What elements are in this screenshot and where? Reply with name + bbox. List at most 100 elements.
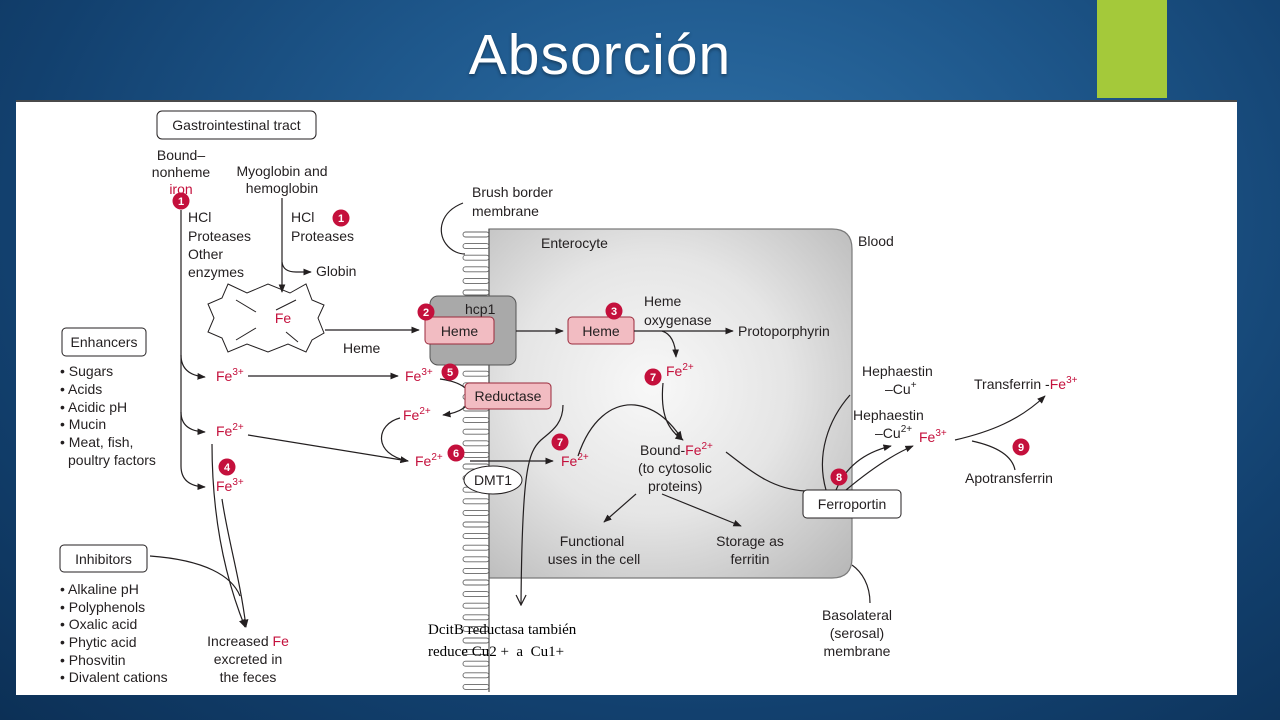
ion-symbol: Fe [216, 423, 233, 439]
leader-basolateral [851, 564, 871, 604]
bound-fe-line-3: proteins) [648, 478, 702, 494]
hephaestin-cu1-name: Hephaestin [862, 363, 933, 379]
microvillus [462, 614, 490, 621]
step-marker-3: 3 [605, 302, 623, 320]
enhancer-item: • Acids [60, 381, 102, 397]
microvillus [462, 544, 490, 551]
transferrin-label: Transferrin -Fe3+ [974, 375, 1078, 392]
step-circle [417, 303, 435, 321]
bound-fe-prefix: Bound- [640, 442, 685, 458]
ion-surface-fe2-reduced: Fe2+ [403, 406, 431, 423]
step-marker-2: 2 [417, 303, 435, 321]
step-circle [1012, 438, 1030, 456]
bound-fe-charge: 2+ [702, 441, 714, 452]
heme-ring-bonds [235, 299, 299, 343]
bound-nonheme-line-2: nonheme [152, 164, 211, 180]
microvillus [462, 660, 490, 667]
excreted-line-2: excreted in [214, 651, 282, 667]
line-ferroportin-to-hephaestin-cu1 [821, 394, 851, 491]
microvillus [462, 579, 490, 586]
line-inhibitors-to-feces [149, 555, 241, 597]
excreted-line-1: Increased Fe [207, 633, 289, 649]
storage-1: Storage as [716, 533, 784, 549]
step-circle [218, 458, 236, 476]
step-number: 4 [224, 462, 231, 474]
microvillus [462, 370, 490, 377]
heme-oxygenase-1: Heme [644, 293, 682, 309]
ion-lumen-fe2: Fe2+ [216, 422, 244, 439]
dmt1-label: DMT1 [474, 472, 512, 488]
accent-bar [1097, 0, 1167, 98]
enzymes-heme-2: Proteases [291, 228, 354, 244]
inhibitors-box [59, 544, 148, 573]
enzymes-nonheme-2: Proteases [188, 228, 251, 244]
inhibitors-title: Inhibitors [75, 551, 132, 567]
ion-charge: 2+ [232, 422, 244, 433]
arrow-fe2-to-dmt1 [247, 434, 409, 464]
ion-symbol: Fe [405, 368, 422, 384]
inhibitor-item: • Polyphenols [60, 599, 145, 615]
bound-fe-symbol: Fe [685, 442, 702, 458]
ion-symbol: Fe [919, 429, 936, 445]
step-number: 9 [1018, 442, 1024, 454]
hephaestin-cu2-symbol: –Cu [875, 425, 901, 441]
ion-lumen-fe3: Fe3+ [216, 367, 244, 384]
step-marker-1-heme: 1 [332, 209, 350, 227]
step-marker-1-nonheme: 1 [172, 192, 190, 210]
microvillus [462, 533, 490, 540]
gi-tract-box [156, 110, 317, 140]
microvillus [462, 567, 490, 574]
microvillus [462, 254, 490, 261]
arrow-oxygenase-to-fe2 [661, 330, 680, 358]
ion-surface-fe2-dmt1: Fe2+ [415, 452, 443, 469]
arrow-bound-to-functional [603, 493, 637, 523]
step-circle [332, 209, 350, 227]
hephaestin-cu1-charge: + [911, 380, 917, 391]
enzymes-nonheme-1: HCl [188, 209, 211, 225]
ion-charge: 3+ [935, 428, 947, 439]
ion-charge: 2+ [419, 406, 431, 417]
heme-ring-fe: Fe [275, 310, 292, 326]
step-circle [605, 302, 623, 320]
heme-transport-box [424, 316, 495, 345]
enhancer-item: poultry factors [68, 452, 156, 468]
ion-basolateral-fe3: Fe3+ [919, 428, 947, 445]
microvillus [462, 289, 490, 296]
excreted-line-3: the feces [220, 669, 277, 685]
ion-charge: 3+ [232, 367, 244, 378]
storage-2: ferritin [731, 551, 770, 567]
bound-fe-line-2: (to cytosolic [638, 460, 712, 476]
microvillus [462, 672, 490, 679]
step-number: 6 [453, 448, 459, 460]
transferrin-fe: Fe [1050, 376, 1067, 392]
step-circle [447, 444, 465, 462]
microvillus [462, 556, 490, 563]
step-marker-4: 4 [218, 458, 236, 476]
basolateral-3: membrane [824, 643, 891, 659]
heme-ring-label: Heme [343, 340, 381, 356]
step-marker-9: 9 [1012, 438, 1030, 456]
arrow-reductase-to-note [521, 404, 564, 605]
inhibitor-item: • Alkaline pH [60, 581, 139, 597]
step-number: 3 [611, 306, 617, 318]
step-number: 7 [650, 372, 656, 384]
step-circle [441, 363, 459, 381]
ion-charge: 2+ [577, 452, 589, 463]
bound-fe-label: Bound-Fe2+ [640, 441, 713, 458]
ferroportin-label: Ferroportin [818, 496, 886, 512]
step-marker-8: 8 [830, 468, 848, 486]
inhibitor-item: • Oxalic acid [60, 616, 137, 632]
globin-label: Globin [316, 263, 356, 279]
note-line-2: reduce Cu2 + a Cu1+ [428, 644, 564, 660]
note-line-1: DcitB reductasa también [428, 622, 577, 638]
step-marker-5: 5 [441, 363, 459, 381]
microvillus [462, 451, 490, 458]
functional-uses-2: uses in the cell [548, 551, 641, 567]
transferrin-prefix: Transferrin - [974, 376, 1050, 392]
step-circle [830, 468, 848, 486]
enhancer-item: • Sugars [60, 363, 113, 379]
microvillus [462, 428, 490, 435]
bound-nonheme-line-1: Bound– [157, 147, 205, 163]
hephaestin-cu2-metal: –Cu2+ [875, 424, 912, 441]
